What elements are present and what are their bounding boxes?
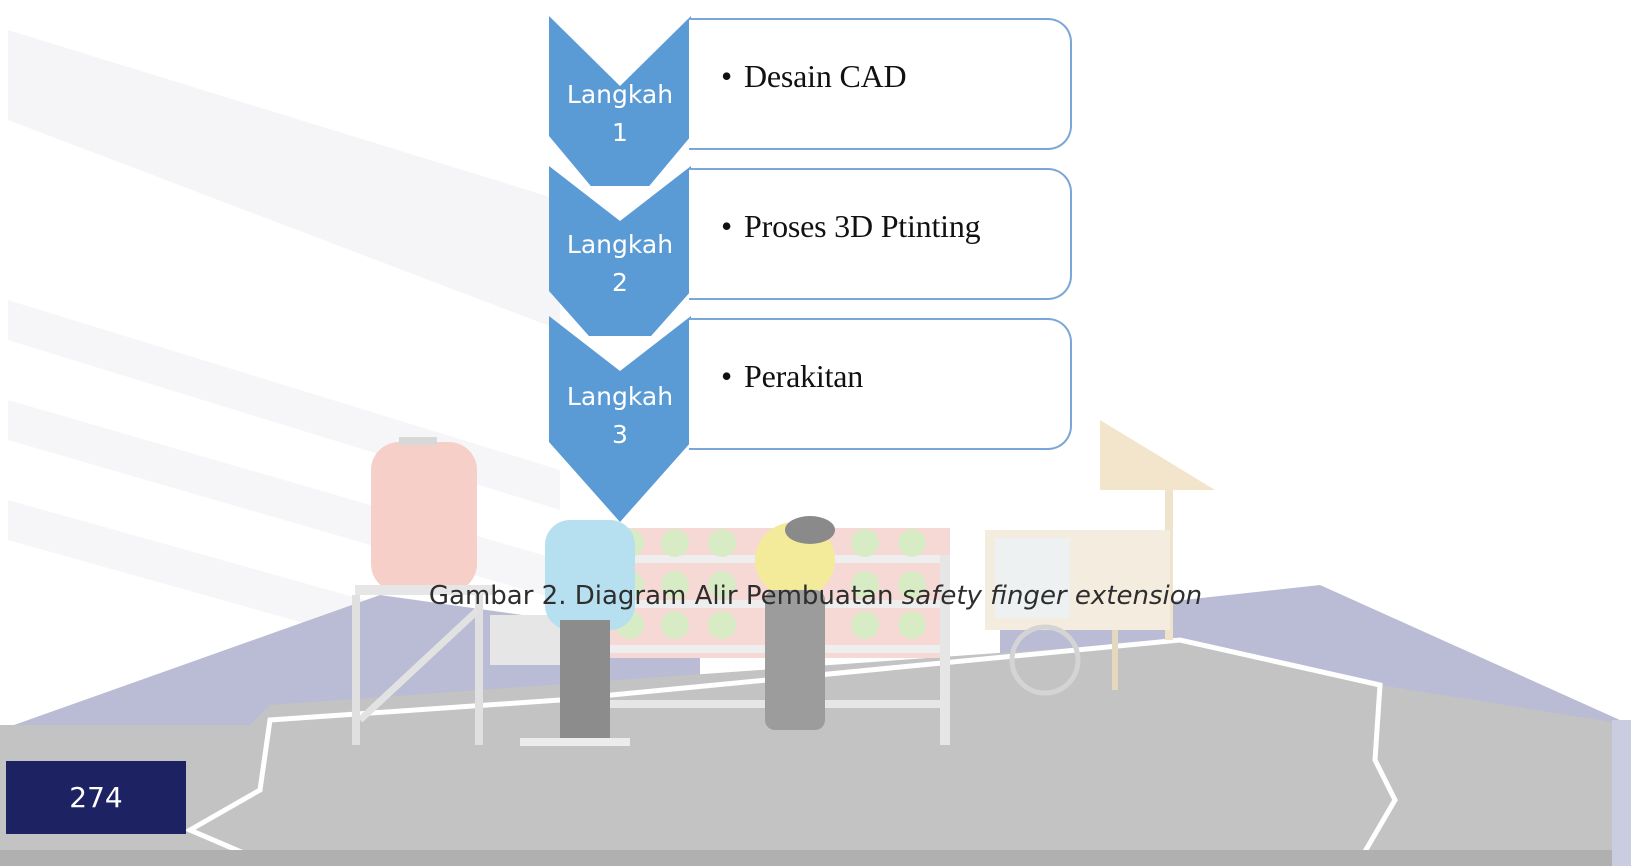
man-shoes	[520, 738, 630, 746]
step-box	[689, 318, 1072, 450]
figure-caption: Gambar 2. Diagram Alir Pembuatan safety …	[0, 581, 1631, 611]
flow-step-3: Langkah 3 • Perakitan	[549, 316, 1084, 522]
bullet-icon: •	[721, 358, 733, 394]
water-tank-cap	[399, 437, 437, 445]
woman-skirt	[765, 590, 825, 730]
ground-outline	[184, 637, 1398, 863]
table-leg	[475, 595, 483, 745]
chevron-shape	[549, 316, 691, 522]
table-top	[355, 585, 495, 595]
man-legs	[560, 620, 610, 740]
step-text: • Desain CAD	[721, 58, 907, 95]
rack-leg	[940, 555, 950, 745]
step-label-number: 1	[612, 118, 628, 147]
water-tank	[371, 442, 477, 592]
step-label: Langkah 3	[549, 378, 691, 454]
page-number: 274	[69, 781, 123, 814]
step-label-word: Langkah	[566, 382, 674, 411]
light-ray	[8, 400, 560, 600]
step-text-value: Perakitan	[744, 358, 864, 394]
step-label: Langkah 1	[549, 76, 691, 152]
step-box	[689, 168, 1072, 300]
cart-leg	[1112, 630, 1118, 690]
light-ray	[8, 30, 560, 330]
cart-wheel	[1009, 624, 1081, 696]
table-brace	[357, 607, 481, 723]
step-label-word: Langkah	[566, 80, 674, 109]
step-text-value: Desain CAD	[744, 58, 907, 94]
bullet-icon: •	[721, 58, 733, 94]
page-number-box: 274	[6, 761, 186, 834]
woman-hair	[785, 516, 835, 544]
cart-window	[995, 538, 1070, 618]
step-label-word: Langkah	[566, 230, 674, 259]
step-label: Langkah 2	[549, 226, 691, 302]
caption-prefix: Gambar 2. Diagram Alir Pembuatan	[428, 581, 902, 611]
bullet-icon: •	[721, 208, 733, 244]
step-label-number: 3	[612, 420, 628, 449]
chevron-shape	[549, 166, 691, 336]
step-text-value: Proses 3D Ptinting	[744, 208, 981, 244]
step-label-number: 2	[612, 268, 628, 297]
ground	[0, 640, 1631, 866]
flow-step-2: Langkah 2 • Proses 3D Ptinting	[549, 166, 1084, 336]
step-box	[689, 18, 1072, 150]
step-text: • Proses 3D Ptinting	[721, 208, 981, 245]
cart-roof	[1100, 420, 1215, 490]
caption-italic: safety finger extension	[901, 581, 1203, 611]
right-edge	[1612, 720, 1631, 866]
light-ray	[8, 300, 560, 510]
step-text: • Perakitan	[721, 358, 863, 395]
light-ray	[8, 500, 400, 650]
table-leg	[352, 595, 360, 745]
ground-edge	[0, 850, 1631, 866]
flow-step-1: Langkah 1 • Desain CAD	[549, 16, 1084, 186]
man-jacket	[545, 520, 635, 630]
chevron-shape	[549, 16, 691, 186]
